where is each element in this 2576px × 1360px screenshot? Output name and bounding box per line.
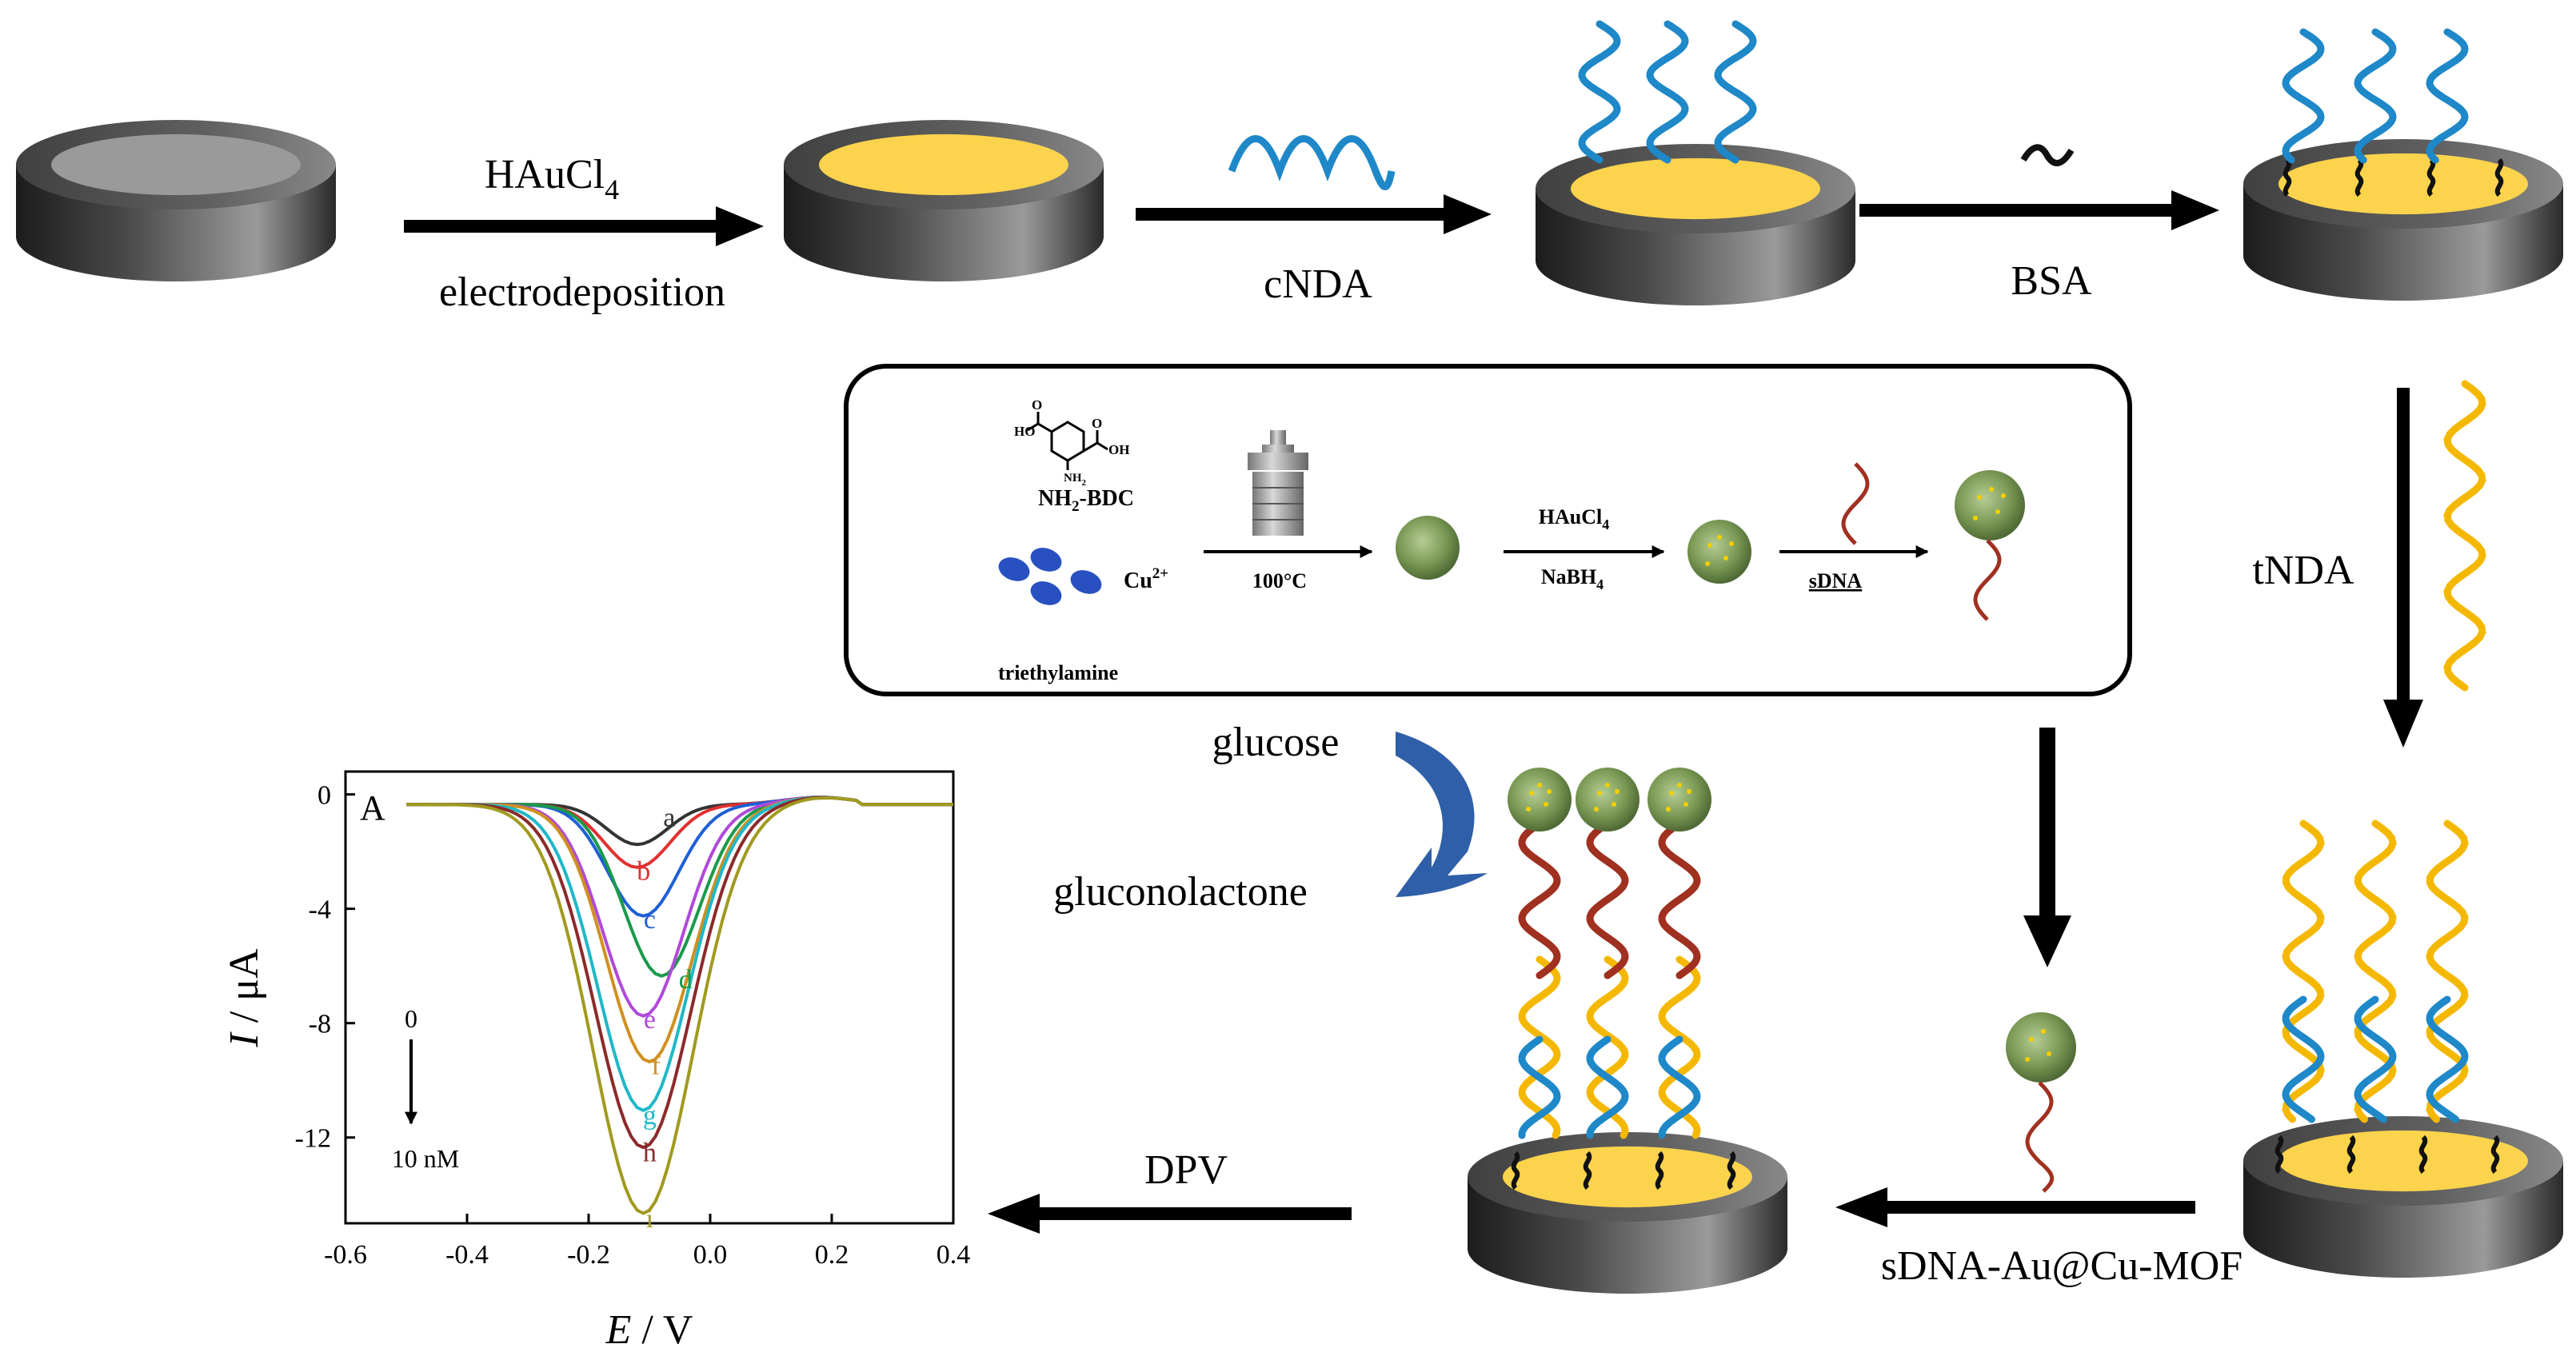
tdna-strand	[1658, 955, 1701, 1139]
y-tick-label: -8	[309, 1010, 331, 1039]
curve-label-c: c	[644, 905, 656, 935]
x-tick-label: 0.0	[693, 1240, 728, 1270]
chart-frame	[344, 770, 955, 1225]
inset-label-top: 0	[405, 1004, 417, 1033]
struct-oh: OH	[1108, 442, 1129, 457]
y-tick-label: -4	[309, 895, 331, 925]
free-probe	[2006, 1012, 2076, 1193]
cdna-strand	[2426, 995, 2469, 1123]
tdna-strand	[1518, 955, 1561, 1139]
gluconolactone-label: gluconolactone	[1053, 869, 1308, 915]
step1-label-bottom: electrodeposition	[439, 269, 725, 315]
bsa-icon	[2020, 144, 2075, 166]
tdna-strand	[1586, 955, 1629, 1139]
step4-label: tNDA	[2252, 548, 2354, 593]
tdna-strand	[2282, 820, 2325, 1123]
dpv-curve-i	[406, 796, 953, 1215]
triethylamine-label: triethylamine	[998, 661, 1118, 684]
arrow-step6	[988, 1194, 1352, 1234]
x-tick-label: -0.6	[324, 1240, 367, 1270]
cdna-strand	[2282, 28, 2325, 164]
cu-ions-icon	[998, 548, 1102, 605]
struct-ho: HO	[1014, 424, 1035, 439]
sdna-strand-icon	[1841, 462, 1870, 545]
cdna-strand	[1658, 1035, 1701, 1139]
linker-label: NH2-BDC	[1038, 486, 1134, 515]
chart-xlabel: E / V	[605, 1307, 693, 1353]
curve-label-d: d	[679, 965, 693, 995]
y-tick-label: 0	[318, 781, 331, 811]
x-tick-label: -0.4	[445, 1240, 489, 1270]
reagent2-label: NaBH4	[1541, 565, 1604, 592]
curve-label-i: i	[646, 1204, 653, 1234]
gold-electrode	[784, 120, 1104, 281]
synthesis-box	[844, 364, 2132, 696]
cdna-strand	[1518, 1035, 1561, 1139]
arrow-step1	[404, 206, 764, 246]
arrow-step3	[1859, 190, 2219, 230]
curve-label-a: a	[663, 804, 675, 833]
cdna-electrode	[1536, 144, 1855, 305]
cu-mof-particle	[1396, 516, 1460, 580]
mof-probe-particle	[1576, 768, 1639, 832]
step5-label: sDNA-Au@Cu-MOF	[1881, 1243, 2243, 1289]
cdna-strand	[2354, 28, 2397, 164]
chart-panel-label: A	[360, 788, 385, 828]
bare-electrode	[16, 120, 336, 281]
arrow-step4	[2383, 388, 2423, 748]
tdna-strand	[2426, 820, 2469, 1123]
mof-probe-particle	[1647, 768, 1711, 832]
struct-o-left: O	[1032, 397, 1042, 413]
x-tick-label: 0.4	[937, 1240, 971, 1270]
sdna-au-cu-mof-probe	[1955, 470, 2025, 621]
sdna-strand	[1658, 820, 1701, 979]
sdna-label: sDNA	[1809, 569, 1863, 592]
arrow-step2	[1136, 194, 1492, 234]
sdna-strand	[1586, 820, 1629, 979]
cdna-strand	[2426, 28, 2469, 164]
arrow-step5	[1835, 1187, 2195, 1227]
curve-label-h: h	[643, 1139, 657, 1168]
curve-label-g: g	[643, 1101, 657, 1131]
autoclave-icon	[1248, 430, 1308, 536]
cdna-strand	[1714, 20, 1757, 164]
cdna-strand	[2354, 995, 2397, 1123]
struct-o-right: O	[1092, 416, 1102, 431]
sdna-strand	[1518, 820, 1561, 979]
struct-nh2: NH2	[1064, 472, 1087, 488]
tdna-strand	[2354, 820, 2397, 1123]
step6-label: DPV	[1144, 1147, 1228, 1193]
inset-label-bottom: 10 nM	[392, 1144, 459, 1173]
tdna-electrode	[2243, 1116, 2563, 1278]
cdna-strand	[1646, 20, 1689, 164]
step3-label: BSA	[2011, 258, 2092, 304]
glucose-label: glucose	[1212, 720, 1340, 765]
arrow-probe-down	[2023, 728, 2071, 967]
step1-label-top: HAuCl4	[485, 152, 619, 205]
x-tick-label: 0.2	[815, 1240, 849, 1270]
x-tick-label: -0.2	[567, 1240, 610, 1270]
cdna-strand	[2282, 995, 2325, 1123]
curve-label-b: b	[637, 856, 650, 886]
reaction-arrow-icon	[1396, 732, 1488, 897]
mof-probe-particle	[1508, 768, 1572, 832]
cdna-strand-icon	[1228, 135, 1396, 190]
nh2-bdc-structure	[1027, 412, 1108, 470]
cdna-strand	[1586, 1035, 1629, 1139]
cdna-strand	[1578, 20, 1621, 164]
temp-label: 100°C	[1252, 569, 1307, 592]
final-electrode	[1468, 1132, 1787, 1294]
tdna-strand	[2443, 380, 2486, 692]
y-tick-label: -12	[295, 1124, 331, 1154]
step2-label: cNDA	[1264, 261, 1372, 307]
curve-label-e: e	[644, 1005, 656, 1035]
reagent1-label: HAuCl4	[1539, 505, 1609, 532]
bsa-electrode	[2243, 139, 2563, 301]
au-cu-mof-particle	[1687, 520, 1751, 584]
cu-label: Cu2+	[1124, 565, 1168, 593]
curve-label-f: f	[651, 1051, 661, 1080]
chart-ylabel: I / μA	[222, 948, 267, 1048]
